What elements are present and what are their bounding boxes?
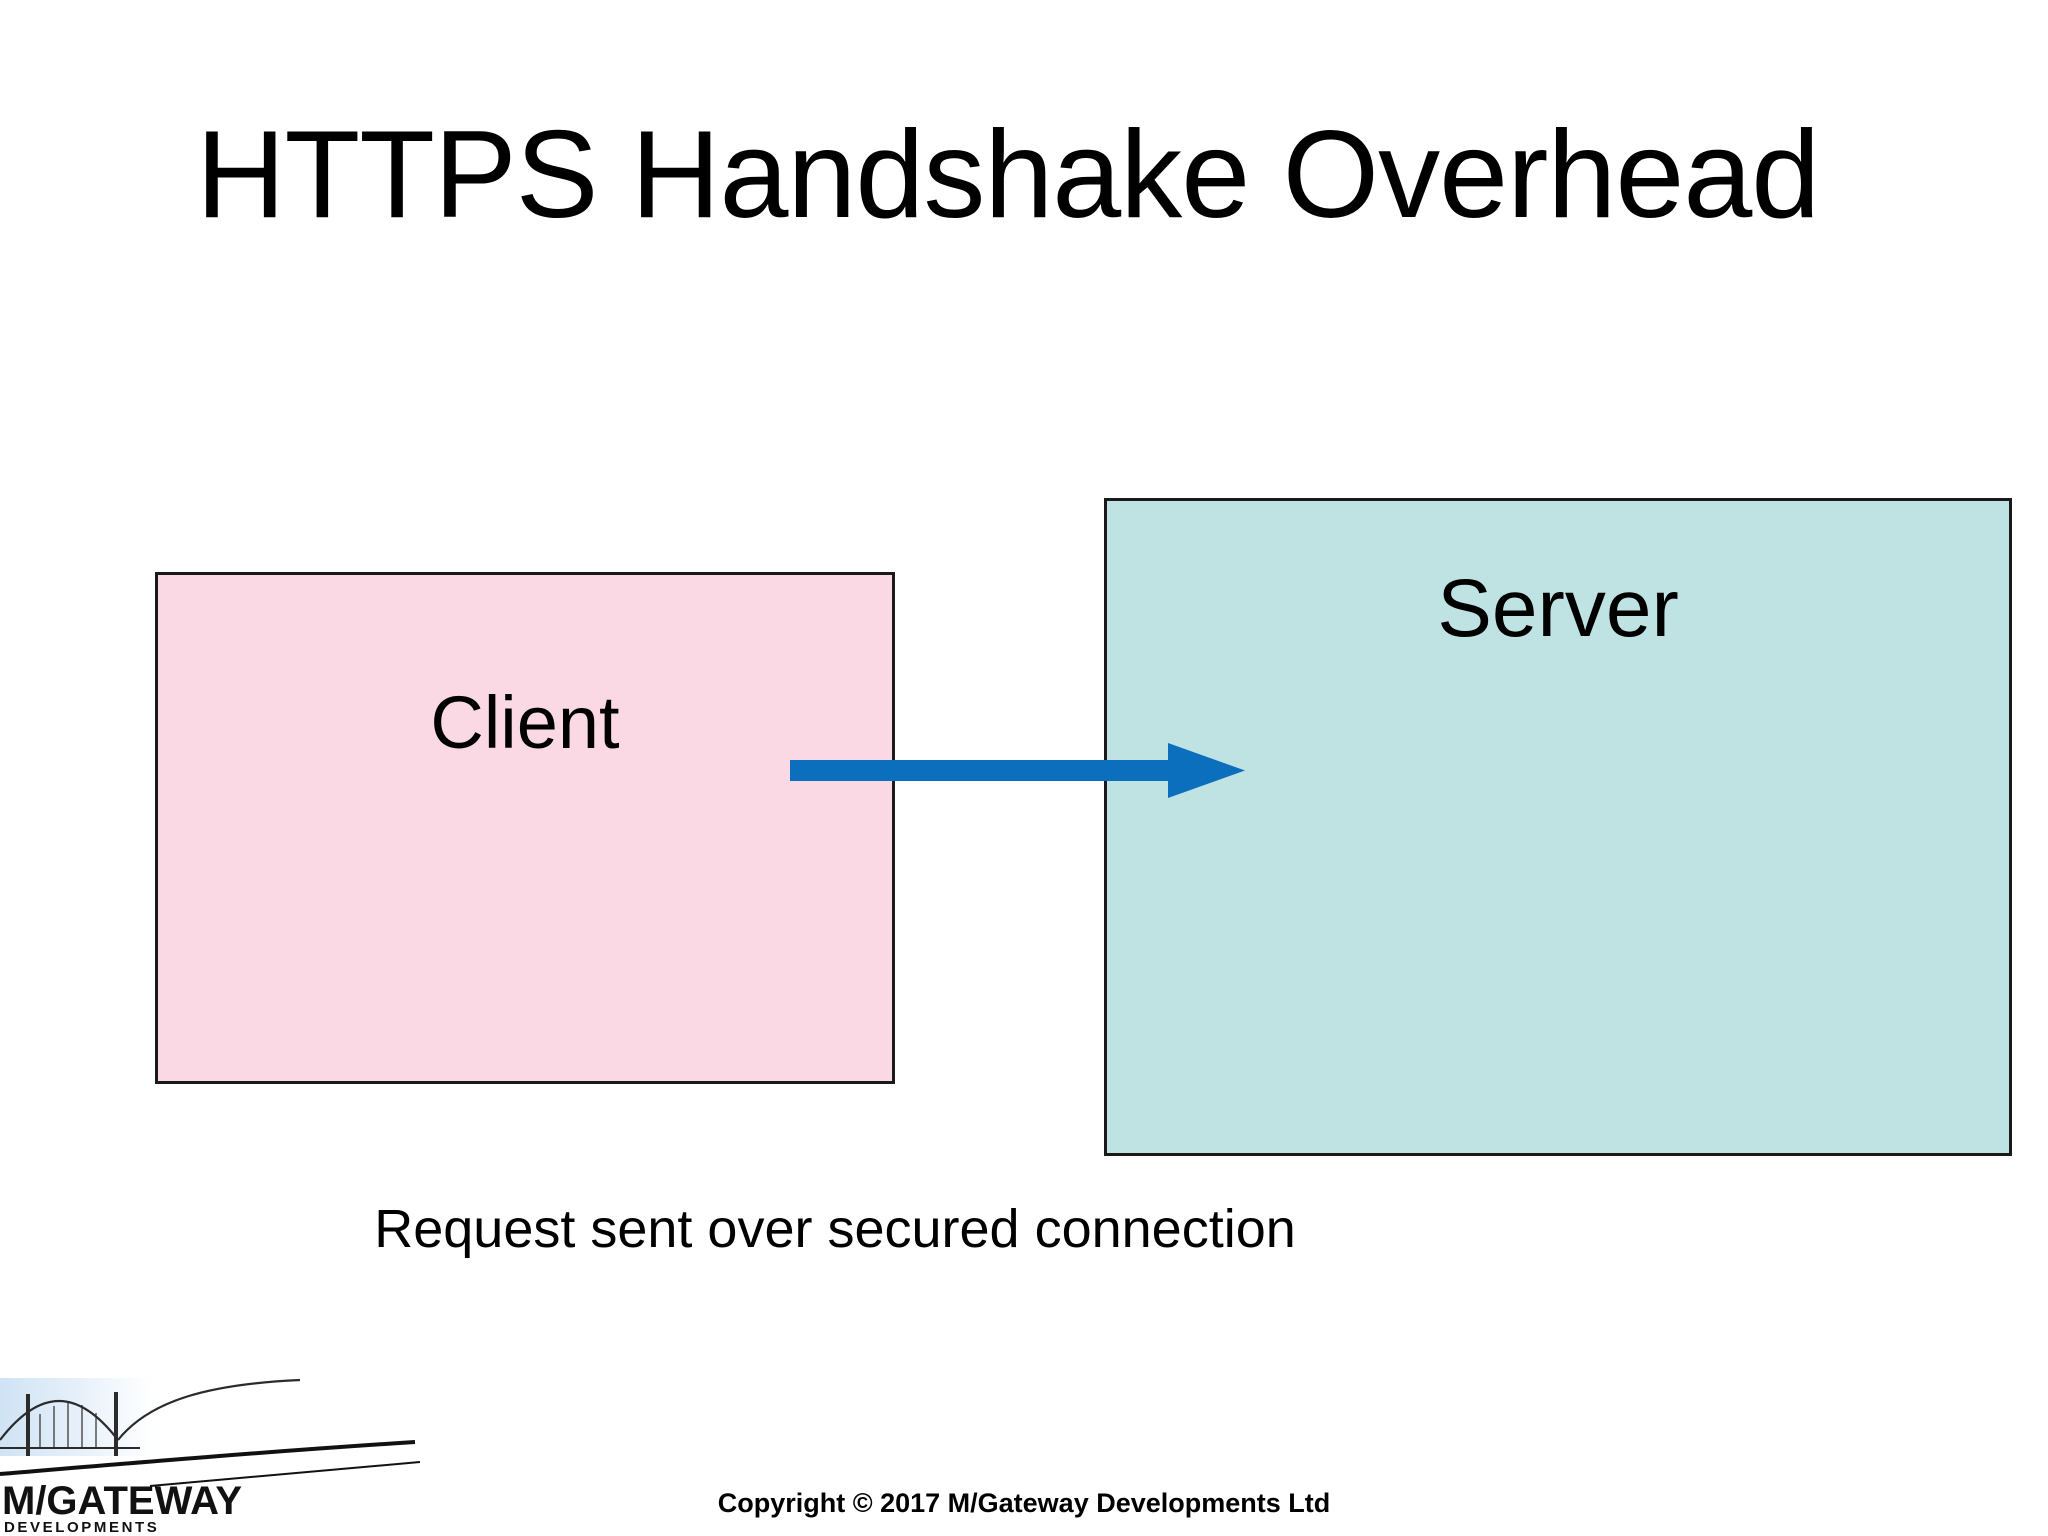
copyright-text: Copyright © 2017 M/Gateway Developments …: [717, 1488, 1331, 1518]
client-node[interactable]: Client: [155, 572, 895, 1084]
request-arrow-icon: [790, 743, 1245, 798]
client-node-label: Client: [430, 681, 620, 764]
server-node[interactable]: Server: [1104, 498, 2012, 1156]
flow-caption: Request sent over secured connection: [374, 1199, 1296, 1259]
logo-secondary-text: DEVELOPMENTS: [4, 1519, 159, 1536]
mgateway-logo: M/GATEWAY DEVELOPMENTS: [0, 1378, 421, 1536]
server-node-label: Server: [1437, 563, 1679, 654]
logo-primary-text: M/GATEWAY: [2, 1479, 242, 1523]
page-title: HTTPS Handshake Overhead: [196, 106, 1820, 244]
